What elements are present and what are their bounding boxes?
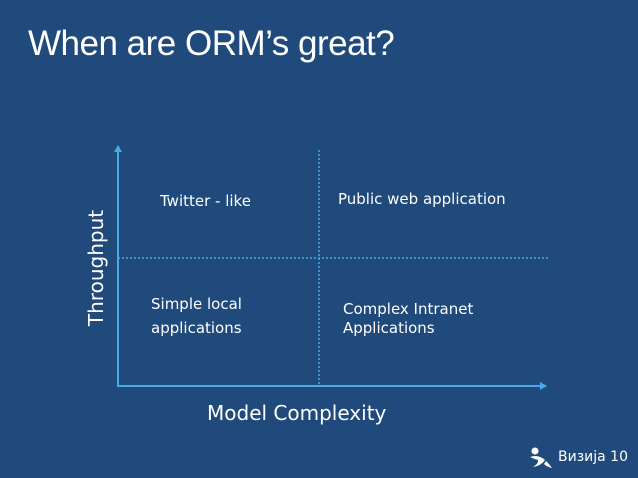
quadrant-top-left: Twitter - like bbox=[160, 192, 251, 210]
quadrant-bottom-right-line2: Applications bbox=[343, 319, 435, 337]
quadrant-bottom-right-line1: Complex Intranet bbox=[343, 300, 474, 318]
brand-mark-icon bbox=[530, 447, 552, 468]
slide-title: When are ORM’s great? bbox=[28, 24, 395, 63]
quadrant-top-right: Public web application bbox=[338, 190, 506, 208]
brand-name: Визија 10 bbox=[558, 449, 628, 465]
brand-logo: Визија 10 bbox=[528, 444, 628, 470]
x-axis-label: Model Complexity bbox=[207, 401, 387, 425]
quadrant-bottom-left: Simple local applications bbox=[151, 295, 242, 337]
quadrant-bottom-right: Complex Intranet Applications bbox=[343, 300, 513, 338]
y-axis-label: Throughput bbox=[84, 209, 108, 327]
